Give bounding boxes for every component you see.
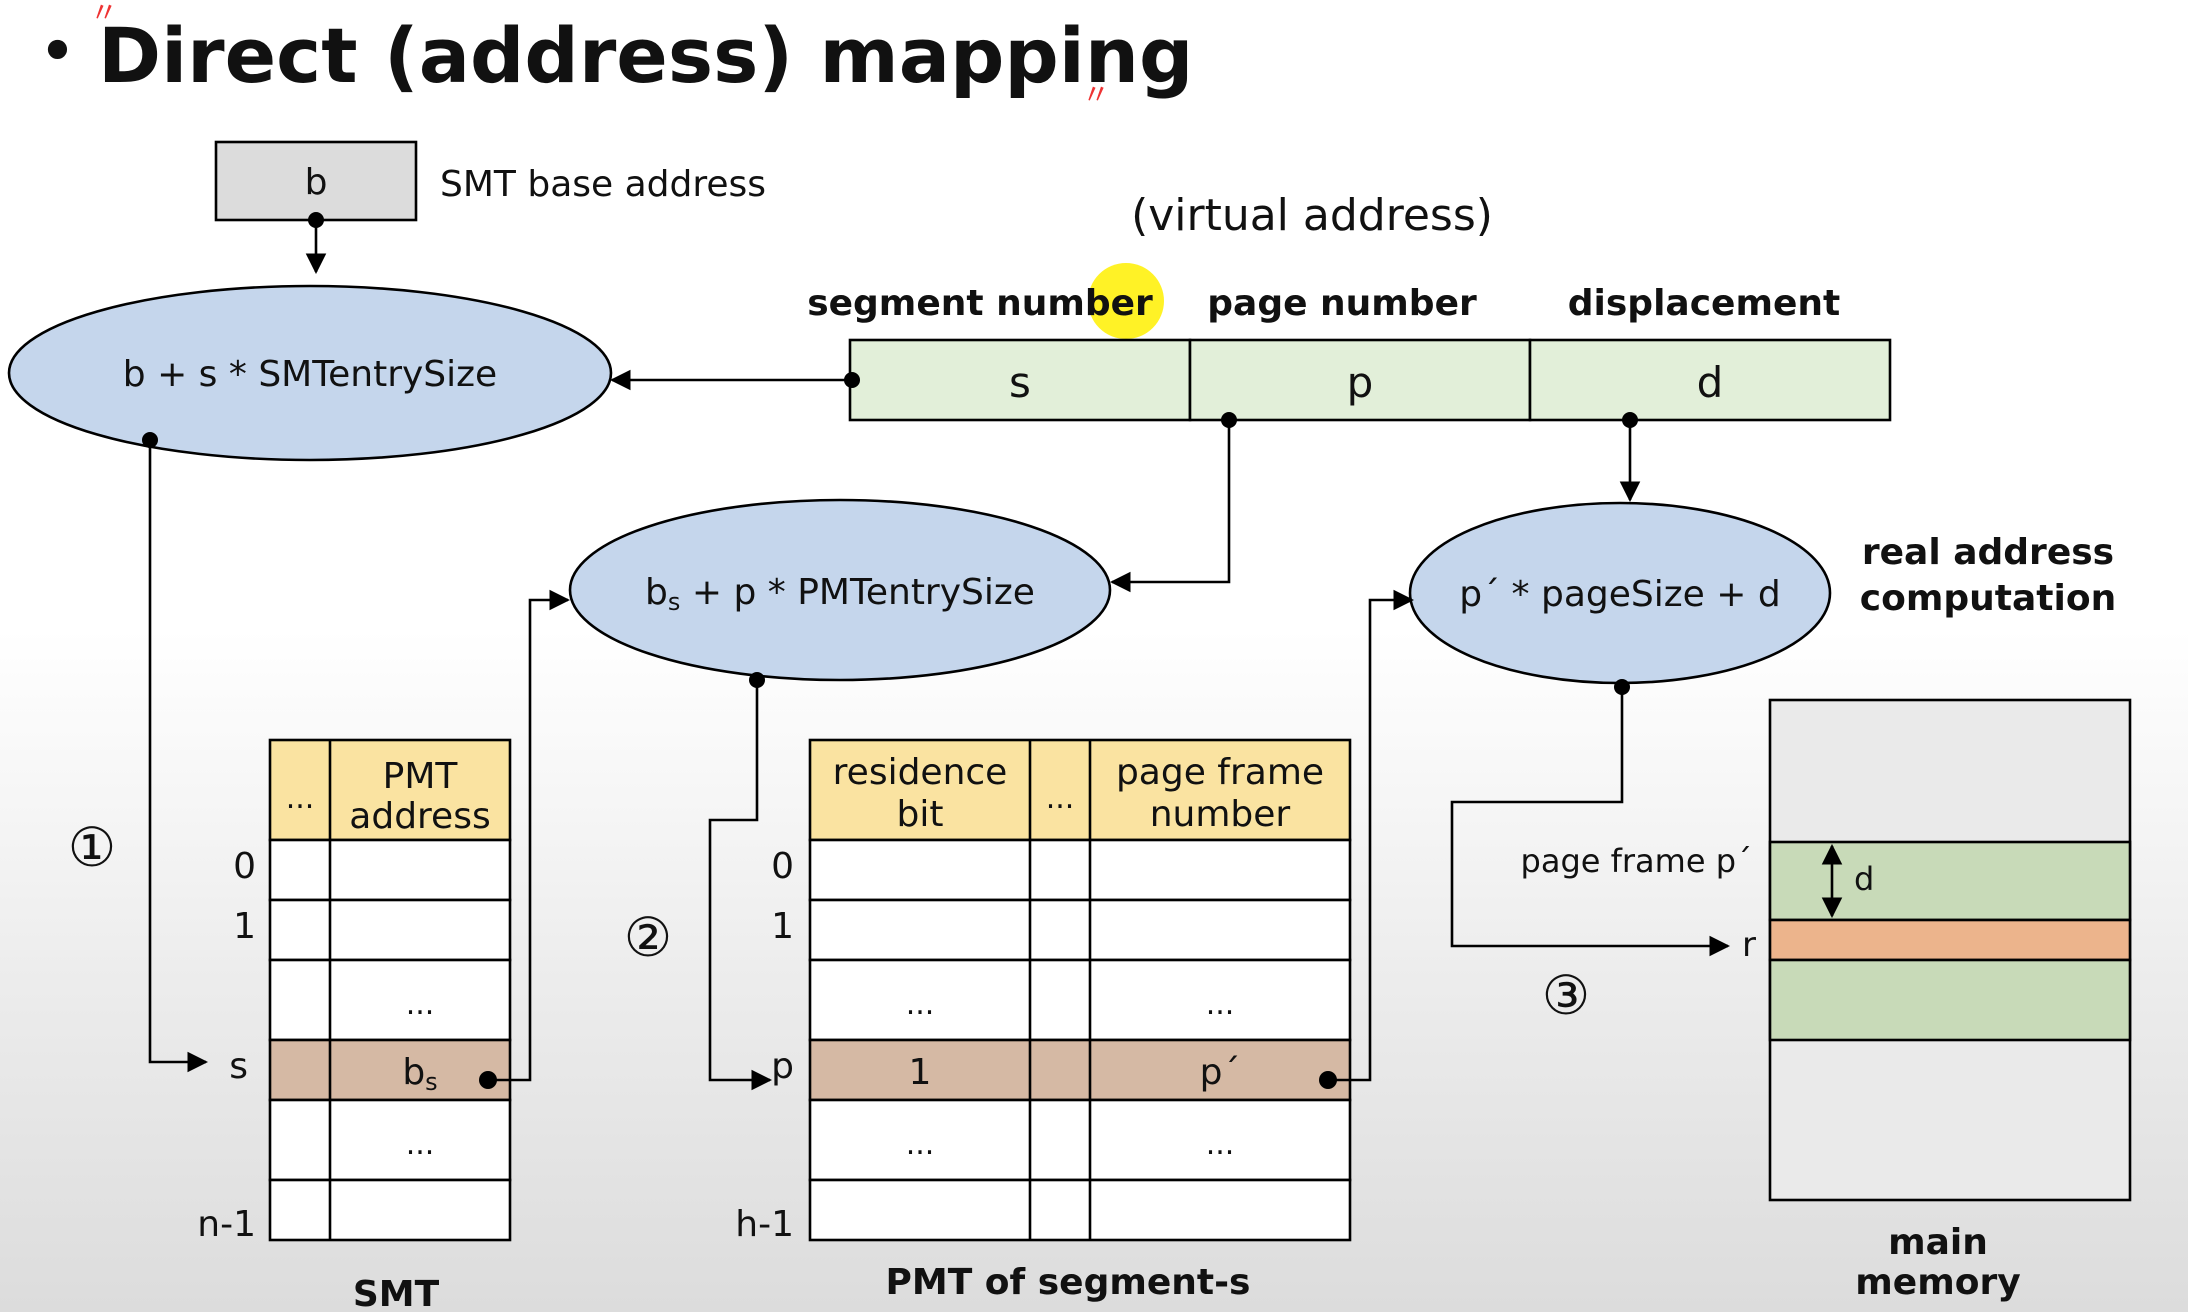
- pmt-row-label-p: p: [771, 1046, 794, 1087]
- segment-number-header: segment number: [807, 283, 1153, 324]
- smt-row-0: [268, 838, 512, 902]
- smt-entry-formula: b + s * SMTentrySize: [123, 354, 497, 395]
- pmt-ellipsis-col1-2: ...: [906, 1127, 935, 1162]
- main-memory-caption-line2: memory: [1855, 1262, 2020, 1303]
- step-1-marker: ①: [68, 816, 116, 879]
- step-3-marker: ③: [1542, 964, 1590, 1027]
- va-p-value: p: [1347, 358, 1374, 407]
- va-s-value: s: [1009, 358, 1031, 407]
- slide-title: Direct (address) mapping: [98, 11, 1193, 100]
- smt-ellipsis-2: ...: [406, 1127, 435, 1162]
- smt-row-1: [268, 898, 512, 962]
- pmt-entry-formula: bs + p * PMTentrySize: [645, 572, 1035, 616]
- pmt-entry-bit: 1: [909, 1052, 932, 1093]
- pmt-caption: PMT of segment-s: [886, 1262, 1251, 1303]
- virtual-address-caption: (virtual address): [1131, 190, 1493, 241]
- smt-row-n-1: [268, 1178, 512, 1242]
- pmt-ellipsis-col1: ...: [906, 987, 935, 1022]
- pmt-row-gap: [808, 958, 1352, 1042]
- pmt-entry-frame: p´: [1200, 1052, 1241, 1093]
- smt-row-s: [268, 1038, 512, 1102]
- pmt-header-ellipsis: ...: [1046, 781, 1075, 816]
- pmt-header-residence: residence: [833, 752, 1008, 793]
- pmt-row-p: [808, 1038, 1352, 1102]
- pmt-header-page-frame: page frame: [1116, 752, 1324, 793]
- target-address-block: [1768, 918, 2132, 962]
- pmt-row-0: [808, 838, 1352, 902]
- pmt-row-h-1: [808, 1178, 1352, 1242]
- page-frame-rest: [1768, 958, 2132, 1042]
- pen-mark-2: 〃: [1082, 78, 1110, 111]
- va-field-s: [848, 338, 1192, 422]
- real-address-label-line2: computation: [1860, 578, 2116, 619]
- smt-header-ellipsis: ...: [286, 781, 315, 816]
- main-memory-caption-line1: main: [1888, 1222, 1988, 1263]
- va-d-value: d: [1697, 358, 1724, 407]
- pmt-row-gap-2: [808, 1098, 1352, 1182]
- smt-header-address: address: [349, 796, 490, 837]
- pmt-ellipsis-col3: ...: [1206, 987, 1235, 1022]
- pmt-row-label-h-1: h-1: [735, 1204, 794, 1245]
- real-address-label-line1: real address: [1862, 532, 2114, 573]
- smt-base-address-label: SMT base address: [440, 164, 766, 205]
- main-memory: d page frame p´ r main memory: [1521, 698, 2132, 1303]
- cursor-highlight: [1088, 263, 1164, 339]
- smt-row-gap-2: [268, 1098, 512, 1182]
- pmt-header-number: number: [1150, 794, 1291, 835]
- page-frame-label: page frame p´: [1521, 842, 1752, 880]
- smt-header-pmt: PMT: [383, 756, 459, 797]
- step-2-marker: ②: [624, 906, 672, 969]
- displacement-header: displacement: [1568, 283, 1840, 324]
- smt-entry-bs: bs: [402, 1052, 437, 1096]
- smt-row-label-n-1: n-1: [197, 1204, 256, 1245]
- va-field-p: [1188, 338, 1532, 422]
- pen-mark: 〃: [90, 0, 118, 29]
- page-frame-block: [1768, 840, 2132, 922]
- smt-ellipsis: ...: [406, 987, 435, 1022]
- smt-row-label-1: 1: [233, 906, 256, 947]
- pmt-row-1: [808, 898, 1352, 962]
- smt-base-register: [214, 140, 418, 222]
- page-number-header: page number: [1207, 283, 1477, 324]
- pmt-row-label-0: 0: [771, 846, 794, 887]
- smt-row-gap: [268, 958, 512, 1042]
- smt-caption: SMT: [353, 1274, 440, 1312]
- real-address-r-label: r: [1742, 925, 1756, 965]
- smt-row-label-0: 0: [233, 846, 256, 887]
- real-address-formula: p´ * pageSize + d: [1459, 574, 1780, 615]
- smt-base-register-value: b: [305, 162, 328, 203]
- pmt-ellipsis-col3-2: ...: [1206, 1127, 1235, 1162]
- displacement-label: d: [1854, 860, 1874, 898]
- pmt-table: residence bit ... page frame number ... …: [735, 738, 1352, 1303]
- title-bullet: •: [38, 13, 77, 90]
- smt-table: ... PMT address ... ... bs 0 1 s n-1 SMT: [197, 738, 512, 1312]
- pmt-row-label-1: 1: [771, 906, 794, 947]
- smt-row-label-s: s: [229, 1046, 248, 1087]
- va-field-d: [1528, 338, 1892, 422]
- pmt-header-bit: bit: [897, 794, 944, 835]
